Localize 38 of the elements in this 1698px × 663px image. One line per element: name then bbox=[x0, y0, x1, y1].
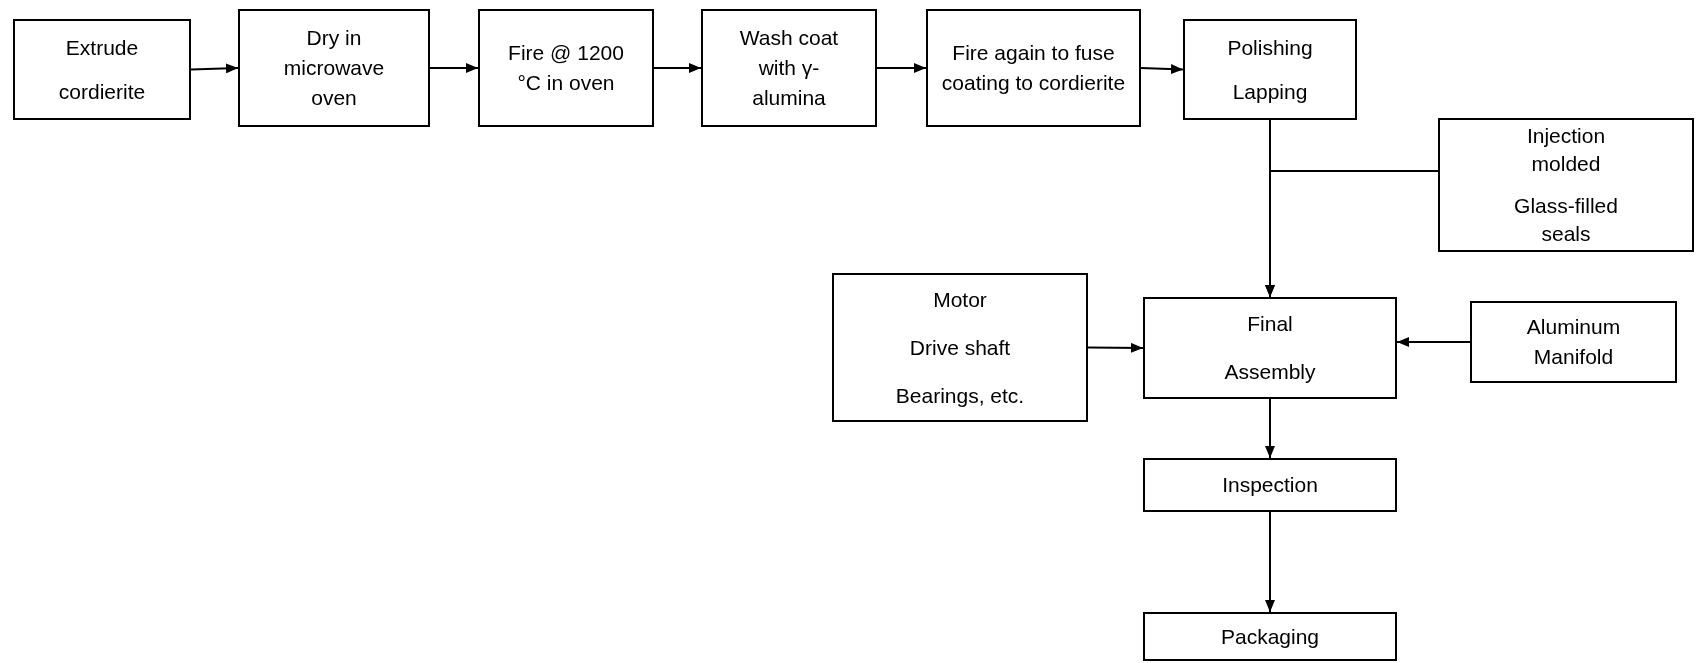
box-text: Glass-filled seals bbox=[1513, 193, 1619, 247]
box-text: Extrude cordierite bbox=[57, 34, 147, 105]
process-box bbox=[238, 9, 430, 127]
process-box bbox=[1143, 612, 1397, 661]
box-text: Wash coat with γ-alumina bbox=[738, 25, 840, 111]
box-text: Motor bbox=[932, 286, 988, 313]
process-box bbox=[478, 9, 654, 127]
box-text: Drive shaft bbox=[908, 334, 1012, 361]
arrow bbox=[1140, 64, 1184, 75]
process-box bbox=[926, 9, 1141, 127]
box-text: Fire again to fuse coating to cordierite bbox=[941, 40, 1126, 96]
box-text: Packaging bbox=[1219, 623, 1321, 650]
arrow bbox=[190, 63, 239, 74]
arrow bbox=[429, 63, 479, 73]
box-text: Inspection bbox=[1221, 472, 1319, 498]
box-text: Aluminum Manifold bbox=[1525, 314, 1622, 370]
process-box bbox=[1183, 19, 1357, 120]
process-box bbox=[1143, 297, 1397, 399]
process-box bbox=[1438, 118, 1694, 252]
process-box bbox=[13, 19, 191, 120]
process-box bbox=[832, 273, 1088, 422]
arrow bbox=[1265, 511, 1275, 613]
box-text: Final Assembly bbox=[1223, 311, 1317, 385]
arrow bbox=[653, 63, 702, 73]
box-text: Injection molded bbox=[1525, 123, 1607, 177]
arrow bbox=[1265, 170, 1439, 298]
box-text: Dry in microwave oven bbox=[282, 25, 386, 111]
arrow bbox=[1265, 398, 1275, 459]
process-box bbox=[1143, 458, 1397, 512]
box-text: Bearings, etc. bbox=[894, 382, 1026, 409]
box-text: Fire @ 1200 °C in oven bbox=[507, 40, 625, 96]
arrow bbox=[1087, 342, 1144, 353]
box-text: Lapping bbox=[1231, 78, 1309, 105]
arrow bbox=[1396, 337, 1471, 347]
process-box bbox=[1470, 301, 1677, 383]
process-box bbox=[701, 9, 877, 127]
arrow bbox=[876, 63, 927, 73]
box-text: Polishing bbox=[1226, 34, 1314, 61]
